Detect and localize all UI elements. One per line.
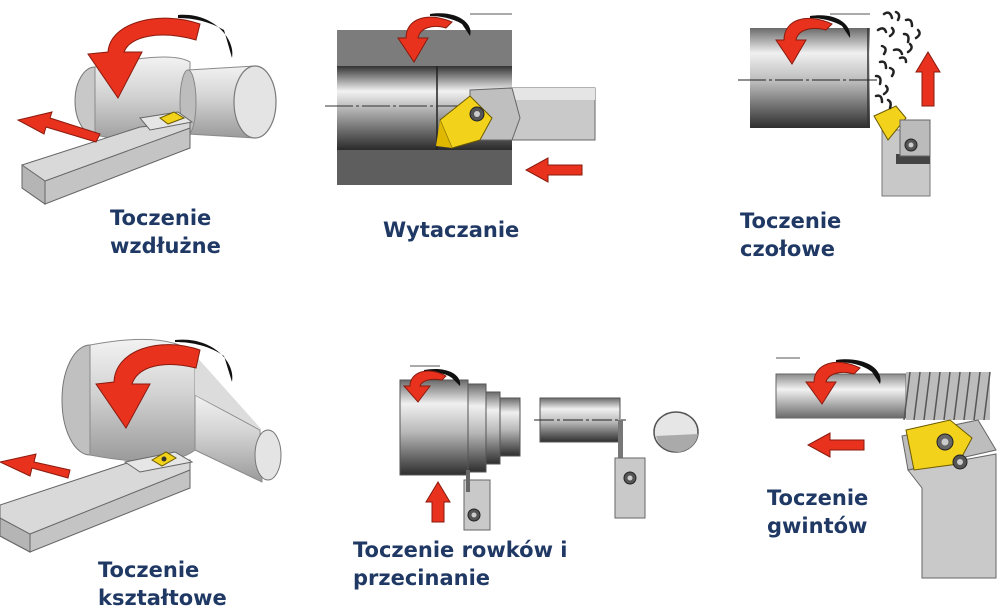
label-line-1: Toczenie — [110, 206, 212, 230]
label-profile-turning: Toczenie kształtowe — [98, 556, 227, 612]
label-threading: Toczenie gwintów — [767, 484, 868, 540]
rotation-arrow-icon — [775, 17, 833, 65]
rotation-arrow-icon — [397, 16, 453, 63]
feed-arrow-icon — [915, 51, 941, 107]
label-line-2: czołowe — [740, 237, 835, 261]
label-line-1: Toczenie rowków i — [353, 538, 568, 562]
label-grooving: Toczenie rowków i przecinanie — [353, 536, 568, 592]
label-facing: Toczenie czołowe — [740, 207, 841, 263]
label-line-2: gwintów — [767, 514, 868, 538]
feed-arrow-icon — [425, 481, 451, 523]
cutting-insert-icon — [873, 105, 907, 141]
feed-arrow-icon — [524, 157, 583, 183]
label-line-2: kształtowe — [98, 586, 227, 610]
feed-arrow-icon — [16, 111, 101, 143]
label-boring: Wytaczanie — [383, 216, 519, 244]
rotation-arrow-icon — [87, 17, 201, 99]
label-line-1: Toczenie — [767, 486, 869, 510]
rotation-arrow-icon — [805, 361, 861, 405]
label-longitudinal-turning: Toczenie wzdłużne — [110, 204, 221, 260]
label-line-2: wzdłużne — [110, 234, 221, 258]
rotation-arrow-icon — [95, 344, 201, 429]
feed-arrow-icon — [806, 432, 865, 458]
facing-illustration — [738, 10, 941, 197]
longitudinal-turning-illustration — [16, 14, 277, 205]
feed-arrow-icon — [0, 453, 71, 479]
threading-illustration — [775, 357, 997, 579]
profile-turning-illustration — [0, 338, 282, 553]
boring-illustration — [325, 13, 596, 185]
label-line-2: przecinanie — [353, 566, 491, 590]
label-line-1: Toczenie — [98, 558, 200, 582]
rotation-arrow-icon — [402, 370, 447, 403]
grooving-illustration — [399, 365, 699, 531]
chips-icon — [874, 10, 921, 110]
label-line-1: Toczenie — [740, 209, 842, 233]
cutting-insert-icon — [159, 111, 186, 125]
label-line-1: Wytaczanie — [383, 218, 520, 242]
